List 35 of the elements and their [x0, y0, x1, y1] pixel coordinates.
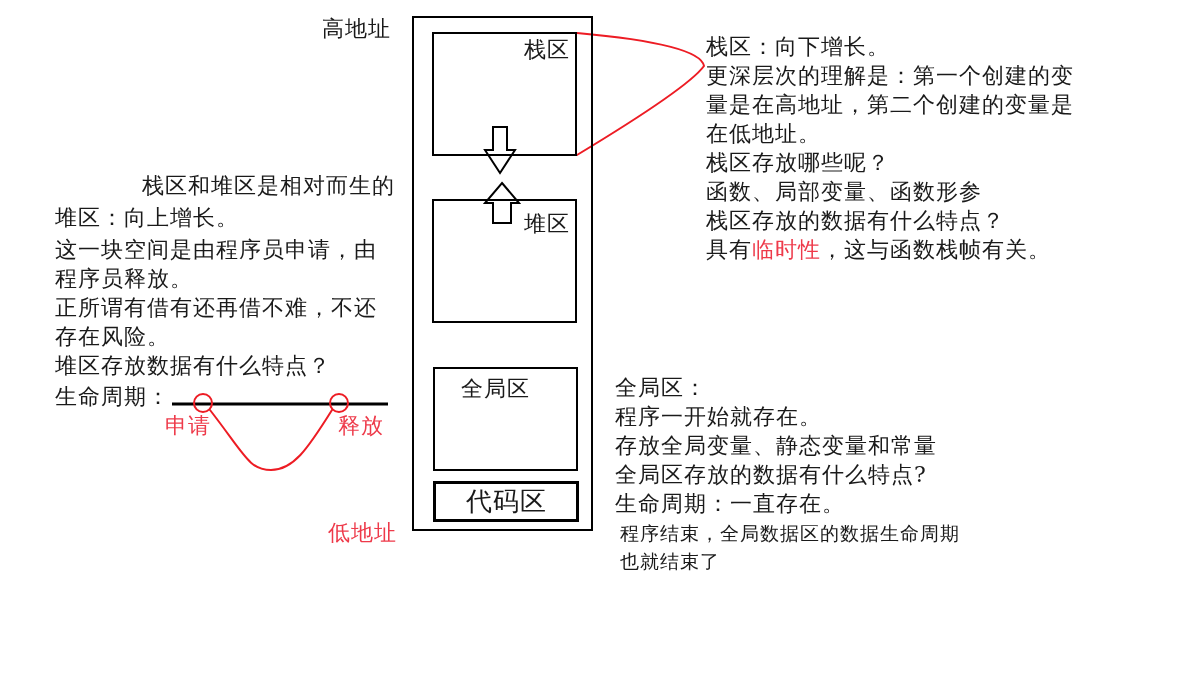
region-label: 全局区: [461, 375, 530, 403]
note-text: 堆区：向上增长。: [55, 204, 239, 232]
address-label: 高地址: [322, 15, 391, 43]
note-text: 栈区和堆区是相对而生的: [142, 172, 395, 200]
note-text: 程序一开始就存在。: [615, 403, 822, 431]
address-label: 低地址: [328, 519, 397, 547]
leader-line: [576, 32, 705, 156]
memory-region-box: [433, 481, 579, 522]
note-text: 函数、局部变量、函数形参: [706, 178, 983, 206]
ring-icon: [329, 393, 349, 413]
region-label: 代码区: [465, 485, 547, 517]
note-text: 这一块空间是由程序员申请，由程序员释放。: [55, 236, 378, 293]
event-label: 释放: [338, 412, 384, 440]
note-text: 存放全局变量、静态变量和常量: [615, 432, 937, 460]
note-text: 具有临时性，这与函数栈帧有关。: [706, 236, 1052, 264]
note-text: 程序结束，全局数据区的数据生命周期也就结束了: [620, 521, 961, 574]
region-label: 堆区: [524, 210, 570, 238]
lifecycle-curve: [209, 409, 333, 471]
note-text: 生命周期：: [55, 383, 170, 411]
memory-region-box: [432, 199, 577, 323]
note-text: 栈区存放哪些呢？: [706, 149, 891, 177]
note-text: 正所谓有借有还再借不难，不还存在风险。: [55, 294, 378, 351]
memory-region-box: [432, 32, 577, 156]
ring-icon: [193, 393, 213, 413]
note-text: 栈区存放的数据有什么特点？: [706, 207, 1006, 235]
note-text: 堆区存放数据有什么特点？: [55, 352, 331, 380]
event-label: 申请: [165, 412, 211, 440]
memory-region-box: [433, 367, 578, 471]
region-label: 栈区: [524, 36, 570, 64]
note-text: 栈区：向下增长。: [706, 33, 891, 61]
note-text: 全局区存放的数据有什么特点?: [615, 461, 927, 489]
memory-layout-box: [412, 16, 593, 531]
note-text: 生命周期：一直存在。: [615, 490, 845, 518]
note-text: 更深层次的理解是：第一个创建的变量是在高地址，第二个创建的变量是在低地址。: [706, 62, 1075, 148]
note-text: 全局区：: [615, 374, 707, 402]
